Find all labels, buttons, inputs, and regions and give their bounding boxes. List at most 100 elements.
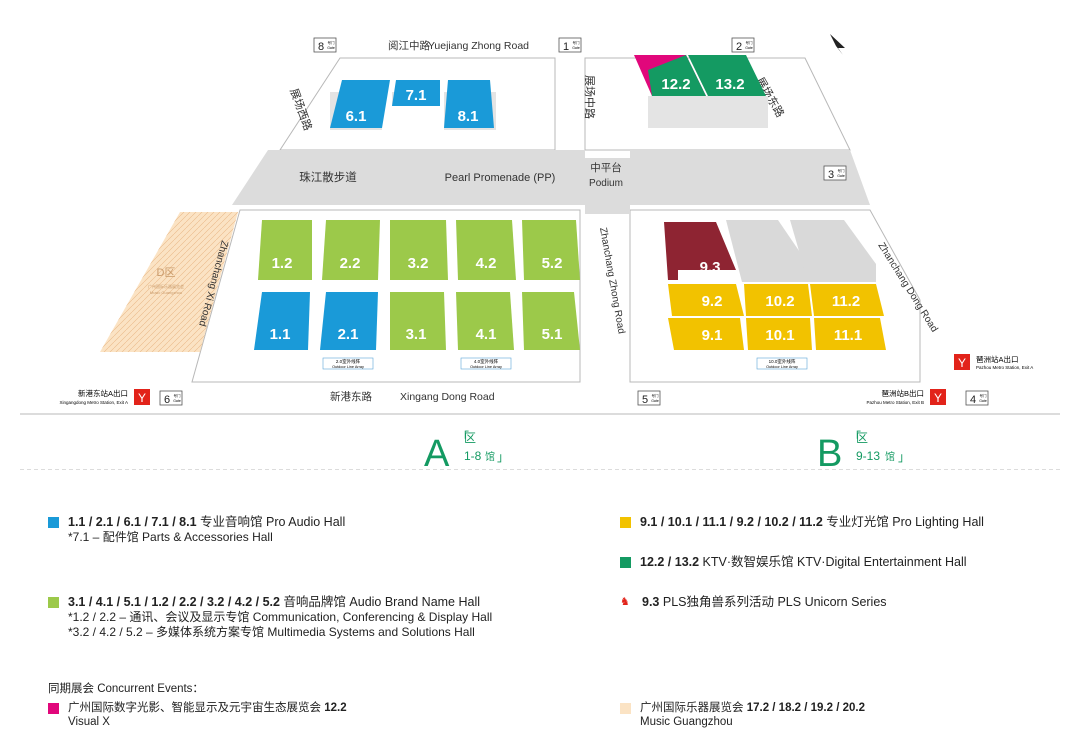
gate-1: 1 号门 Gate — [558, 37, 582, 53]
svg-text:2: 2 — [736, 41, 742, 53]
svg-text:」: 」 — [898, 450, 910, 464]
unicorn-icon: ♞ — [620, 597, 633, 608]
metro: Y 新港东站A出口 Xingangdong Metro Station, Exi… — [59, 354, 1033, 405]
svg-text:B: B — [817, 433, 842, 470]
lighting-halls: 9.1 / 10.1 / 11.1 / 9.2 / 10.2 / 11.2 — [640, 515, 823, 529]
legend-unicorn: ♞ 9.3 PLS独角兽系列活动 PLS Unicorn Series — [620, 594, 887, 610]
d-zone: D区 广州国际乐器展览会 Music Guangzhou — [100, 212, 238, 352]
ktv-swatch — [620, 557, 631, 568]
road-xingang-cn: 新港东路 — [330, 390, 372, 403]
hall-2-1: 2.1 — [338, 326, 359, 343]
hall-4-1: 4.1 — [476, 326, 497, 343]
outdoor-arrays: 2.0室外线阵 Outdoor Line Array 4.0室外线阵 Outdo… — [322, 357, 808, 370]
music-en: Music Guangzhou — [640, 716, 733, 728]
svg-text:Outdoor Line Array: Outdoor Line Array — [470, 365, 502, 369]
brand-halls: 3.1 / 4.1 / 5.1 / 1.2 / 2.2 / 3.2 / 4.2 … — [68, 595, 280, 609]
pro-audio-name: 专业音响馆 Pro Audio Hall — [196, 515, 346, 529]
svg-text:Outdoor Line Array: Outdoor Line Array — [766, 365, 798, 369]
svg-text:Y: Y — [934, 391, 942, 405]
hall-6-1: 6.1 — [346, 108, 367, 125]
hall-11-2: 11.2 — [832, 293, 860, 310]
podium-cn: 中平台 — [590, 161, 622, 174]
svg-text:10.0室外线阵: 10.0室外线阵 — [769, 358, 796, 365]
road-yuejiang-en: Yuejiang Zhong Road — [428, 40, 529, 52]
metro-icon — [930, 389, 946, 405]
road-zhanchang-xi-cn: 展场西路 — [287, 86, 315, 132]
hall-10-2: 10.2 — [765, 293, 794, 310]
hall-7-1: 7.1 — [406, 87, 427, 104]
svg-text:区: 区 — [464, 431, 476, 445]
concurrent-title: 同期展会 Concurrent Events： — [48, 683, 204, 695]
svg-text:Gate: Gate — [745, 46, 753, 50]
svg-text:Gate: Gate — [979, 399, 987, 403]
unicorn-hall: 9.3 — [642, 595, 660, 609]
svg-text:号门: 号门 — [328, 40, 336, 45]
venue-map: D区 广州国际乐器展览会 Music Guangzhou 珠江散步道 Pearl… — [20, 34, 1060, 470]
gate-2: 2 号门 Gate — [731, 37, 755, 53]
road-zhanchang-zhong-en: Zhanchang Zhong Road — [597, 227, 627, 335]
svg-text:6: 6 — [164, 394, 170, 406]
halls-top-left: 6.1 7.1 8.1 — [330, 80, 496, 130]
svg-text:号门: 号门 — [746, 40, 754, 45]
podium-en: Podium — [589, 178, 623, 189]
visualx-swatch — [48, 703, 59, 714]
svg-text:Y: Y — [958, 356, 966, 370]
svg-text:9-13: 9-13 — [856, 449, 880, 463]
halls-top-right: 12.2 13.2 — [634, 55, 768, 128]
svg-text:1: 1 — [563, 41, 569, 53]
pearl-promenade: 珠江散步道 Pearl Promenade (PP) 中平台 Podium — [232, 150, 870, 214]
svg-text:号门: 号门 — [573, 40, 581, 45]
metro-xingang-en: Xingangdong Metro Station, Exit A — [59, 400, 128, 405]
promenade-cn: 珠江散步道 — [299, 170, 357, 184]
hall-5-2: 5.2 — [542, 255, 563, 272]
svg-text:4: 4 — [970, 394, 976, 406]
svg-text:Gate: Gate — [572, 46, 580, 50]
metro-pazhou-b-en: Pazhou Metro Station, Exit B — [866, 400, 924, 405]
svg-text:「: 「 — [849, 430, 861, 444]
hall-13-2: 13.2 — [715, 76, 744, 93]
road-zhanchang-dong-en: Zhanchang Dong Road — [875, 241, 939, 335]
svg-text:馆: 馆 — [885, 450, 895, 463]
hall-3-1: 3.1 — [406, 326, 427, 343]
svg-text:Gate: Gate — [173, 399, 181, 403]
hall-9-3: 9.3 — [700, 259, 721, 276]
road-zhanchang-zhong-cn: 展场中路 — [583, 75, 597, 119]
brand-swatch — [48, 597, 59, 608]
music-cn: 广州国际乐器展览会 — [640, 702, 747, 714]
svg-text:号门: 号门 — [652, 393, 660, 398]
svg-text:馆: 馆 — [485, 450, 495, 463]
svg-text:号门: 号门 — [174, 393, 181, 398]
zone-a-heading: A 「 区 1-8 馆 」 — [424, 430, 509, 470]
halls-a-lower: 1.1 2.1 3.1 4.1 5.1 — [254, 292, 580, 350]
lighting-name: 专业灯光馆 Pro Lighting Hall — [822, 515, 984, 529]
gate-6: 6 号门 Gate — [159, 390, 183, 406]
svg-text:Gate: Gate — [651, 399, 659, 403]
concurrent-visualx: 广州国际数字光影、智能显示及元宇宙生态展览会 12.2 Visual X — [48, 701, 347, 729]
gate-5: 5 号门 Gate — [637, 390, 661, 406]
concurrent-music: 广州国际乐器展览会 17.2 / 18.2 / 19.2 / 20.2 Musi… — [620, 701, 865, 729]
ktv-halls: 12.2 / 13.2 — [640, 555, 700, 569]
svg-text:5: 5 — [642, 394, 648, 406]
metro-pazhou-a-cn: 琶洲站A出口 — [976, 354, 1019, 364]
legend-brand: 3.1 / 4.1 / 5.1 / 1.2 / 2.2 / 3.2 / 4.2 … — [48, 594, 492, 640]
visualx-num: 12.2 — [324, 702, 347, 714]
d-zone-sub-en: Music Guangzhou — [150, 290, 182, 295]
svg-text:2.0室外线阵: 2.0室外线阵 — [336, 358, 361, 365]
svg-text:」: 」 — [497, 450, 509, 464]
svg-text:1-8: 1-8 — [464, 449, 482, 463]
ktv-name: KTV·数智娱乐馆 KTV·Digital Entertainment Hall — [699, 555, 967, 569]
north-arrow-icon — [830, 34, 845, 55]
metro-icon — [134, 389, 150, 405]
pro-audio-halls: 1.1 / 2.1 / 6.1 / 7.1 / 8.1 — [68, 515, 197, 529]
pro-audio-swatch — [48, 517, 59, 528]
svg-text:Outdoor Line Array: Outdoor Line Array — [332, 365, 364, 369]
hall-5-1: 5.1 — [542, 326, 563, 343]
metro-pazhou-b-cn: 琶洲站B出口 — [881, 388, 924, 398]
svg-text:号门: 号门 — [980, 393, 988, 398]
svg-text:Gate: Gate — [837, 174, 845, 178]
visualx-en: Visual X — [68, 716, 110, 728]
brand-sub-1: *1.2 / 2.2 – 通讯、会议及显示专馆 Communication, C… — [68, 610, 493, 624]
gate-3: 3 号门 Gate — [823, 165, 847, 181]
d-zone-title: D区 — [157, 267, 176, 279]
brand-sub-2: *3.2 / 4.2 / 5.2 – 多媒体系统方案专馆 Multimedia … — [68, 625, 475, 639]
